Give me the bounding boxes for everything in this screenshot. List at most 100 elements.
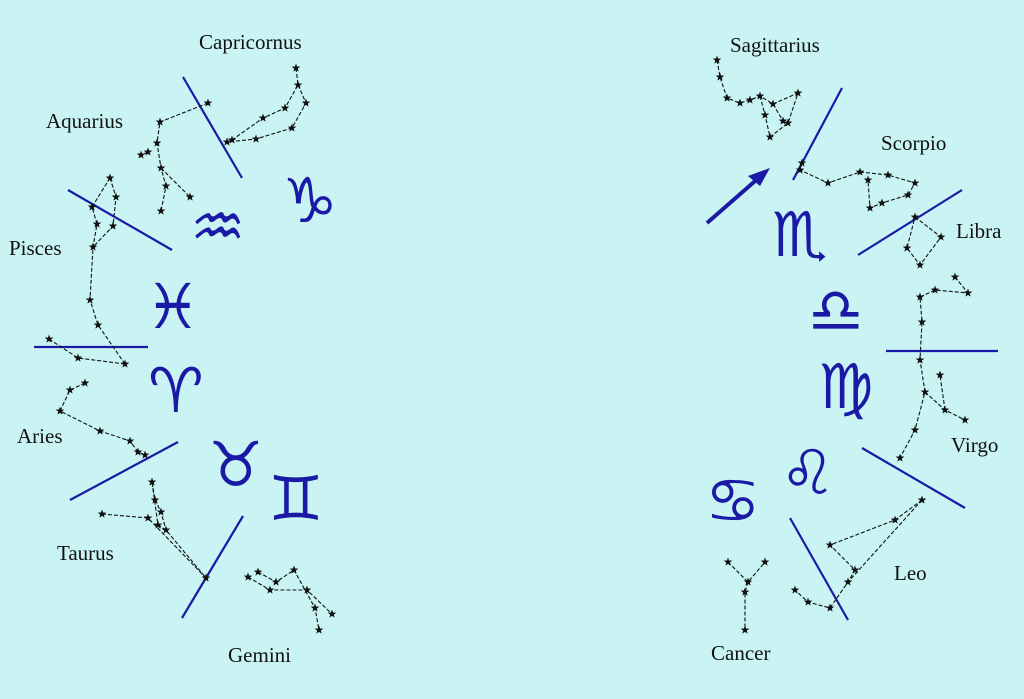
star-icon xyxy=(156,163,166,172)
sagittarius-arrow-icon xyxy=(705,168,770,225)
virgo-lines xyxy=(899,276,970,459)
star-icon xyxy=(125,436,135,445)
star-icon xyxy=(890,515,900,524)
star-icon xyxy=(877,198,887,207)
libra-lines xyxy=(906,216,942,266)
scorpio-glyph-icon: ♏︎ xyxy=(772,198,828,271)
star-icon xyxy=(143,147,153,156)
star-icon xyxy=(883,170,893,179)
star-icon xyxy=(314,625,324,634)
star-icon xyxy=(895,453,905,462)
taurus-label: Taurus xyxy=(57,541,114,565)
star-icon xyxy=(915,260,925,269)
star-icon xyxy=(740,587,750,596)
star-icon xyxy=(92,219,102,228)
star-icon xyxy=(161,525,171,534)
star-icon xyxy=(803,597,813,606)
cancer-lines xyxy=(744,581,749,630)
star-icon xyxy=(863,175,873,184)
cancer-label: Cancer xyxy=(711,641,770,665)
star-icon xyxy=(156,206,166,215)
star-icon xyxy=(723,557,733,566)
aquarius-lines xyxy=(160,167,191,198)
star-icon xyxy=(920,387,930,396)
star-icon xyxy=(155,117,165,126)
virgo-glyph-icon: ♍︎ xyxy=(818,350,874,423)
star-icon xyxy=(930,285,940,294)
star-icon xyxy=(778,116,788,125)
star-icon xyxy=(108,221,118,230)
star-icon xyxy=(790,585,800,594)
star-icon xyxy=(917,495,927,504)
star-icon xyxy=(963,288,973,297)
divider-line xyxy=(861,447,966,509)
star-icon xyxy=(185,192,195,201)
star-icon xyxy=(287,123,297,132)
star-icon xyxy=(161,181,171,190)
capricornus-label: Capricornus xyxy=(199,30,302,54)
star-icon xyxy=(265,585,275,594)
star-icon xyxy=(765,132,775,141)
star-icon xyxy=(301,98,311,107)
star-icon xyxy=(327,609,337,618)
star-icon xyxy=(289,565,299,574)
divider-line xyxy=(789,517,849,621)
star-icon xyxy=(960,415,970,424)
taurus-glyph-icon: ♉︎ xyxy=(208,428,264,501)
star-icon xyxy=(722,93,732,102)
star-icon xyxy=(201,573,211,582)
leo-label: Leo xyxy=(894,561,927,585)
star-icon xyxy=(760,110,770,119)
zodiac-glyphs: ♑︎ ♒︎ ♓︎ ♈︎ ♉︎ ♊︎ ♏︎ ♎︎ ♍︎ ♌︎ ♋︎ xyxy=(145,164,874,537)
star-icon xyxy=(940,405,950,414)
star-icon xyxy=(87,202,97,211)
scorpio-lines xyxy=(799,162,916,209)
star-icon xyxy=(152,138,162,147)
star-icon xyxy=(735,98,745,107)
aquarius-lines xyxy=(156,102,209,212)
star-icon xyxy=(253,567,263,576)
star-icon xyxy=(280,103,290,112)
taurus-lines xyxy=(151,481,167,531)
star-icon xyxy=(712,55,722,64)
star-icon xyxy=(745,95,755,104)
star-icon xyxy=(251,134,261,143)
star-icon xyxy=(915,292,925,301)
cancer-glyph-icon: ♋︎ xyxy=(705,464,761,537)
star-icon xyxy=(44,334,54,343)
star-icon xyxy=(203,98,213,107)
stars xyxy=(44,55,973,634)
pisces-lines xyxy=(48,338,126,365)
virgo-lines xyxy=(939,374,946,411)
star-icon xyxy=(755,91,765,100)
gemini-label: Gemini xyxy=(228,643,291,667)
pisces-glyph-icon: ♓︎ xyxy=(145,270,201,343)
star-icon xyxy=(902,243,912,252)
star-icon xyxy=(865,203,875,212)
star-icon xyxy=(120,359,130,368)
divider-line xyxy=(182,76,243,179)
capricorn-glyph-icon: ♑︎ xyxy=(282,164,338,237)
star-icon xyxy=(88,242,98,251)
star-icon xyxy=(910,178,920,187)
star-icon xyxy=(740,625,750,634)
star-icon xyxy=(310,603,320,612)
star-icon xyxy=(743,577,753,586)
star-icon xyxy=(85,295,95,304)
star-icon xyxy=(258,113,268,122)
libra-label: Libra xyxy=(956,219,1002,243)
star-icon xyxy=(222,137,232,146)
pisces-label: Pisces xyxy=(9,236,62,260)
star-icon xyxy=(910,425,920,434)
divider-line xyxy=(67,189,173,251)
star-icon xyxy=(760,557,770,566)
star-icon xyxy=(715,72,725,81)
libra-glyph-icon: ♎︎ xyxy=(808,274,864,347)
star-icon xyxy=(293,80,303,89)
star-icon xyxy=(271,577,281,586)
star-icon xyxy=(111,192,121,201)
divider-line xyxy=(857,189,963,256)
dividers xyxy=(34,76,998,621)
star-icon xyxy=(133,447,143,456)
star-icon xyxy=(917,317,927,326)
